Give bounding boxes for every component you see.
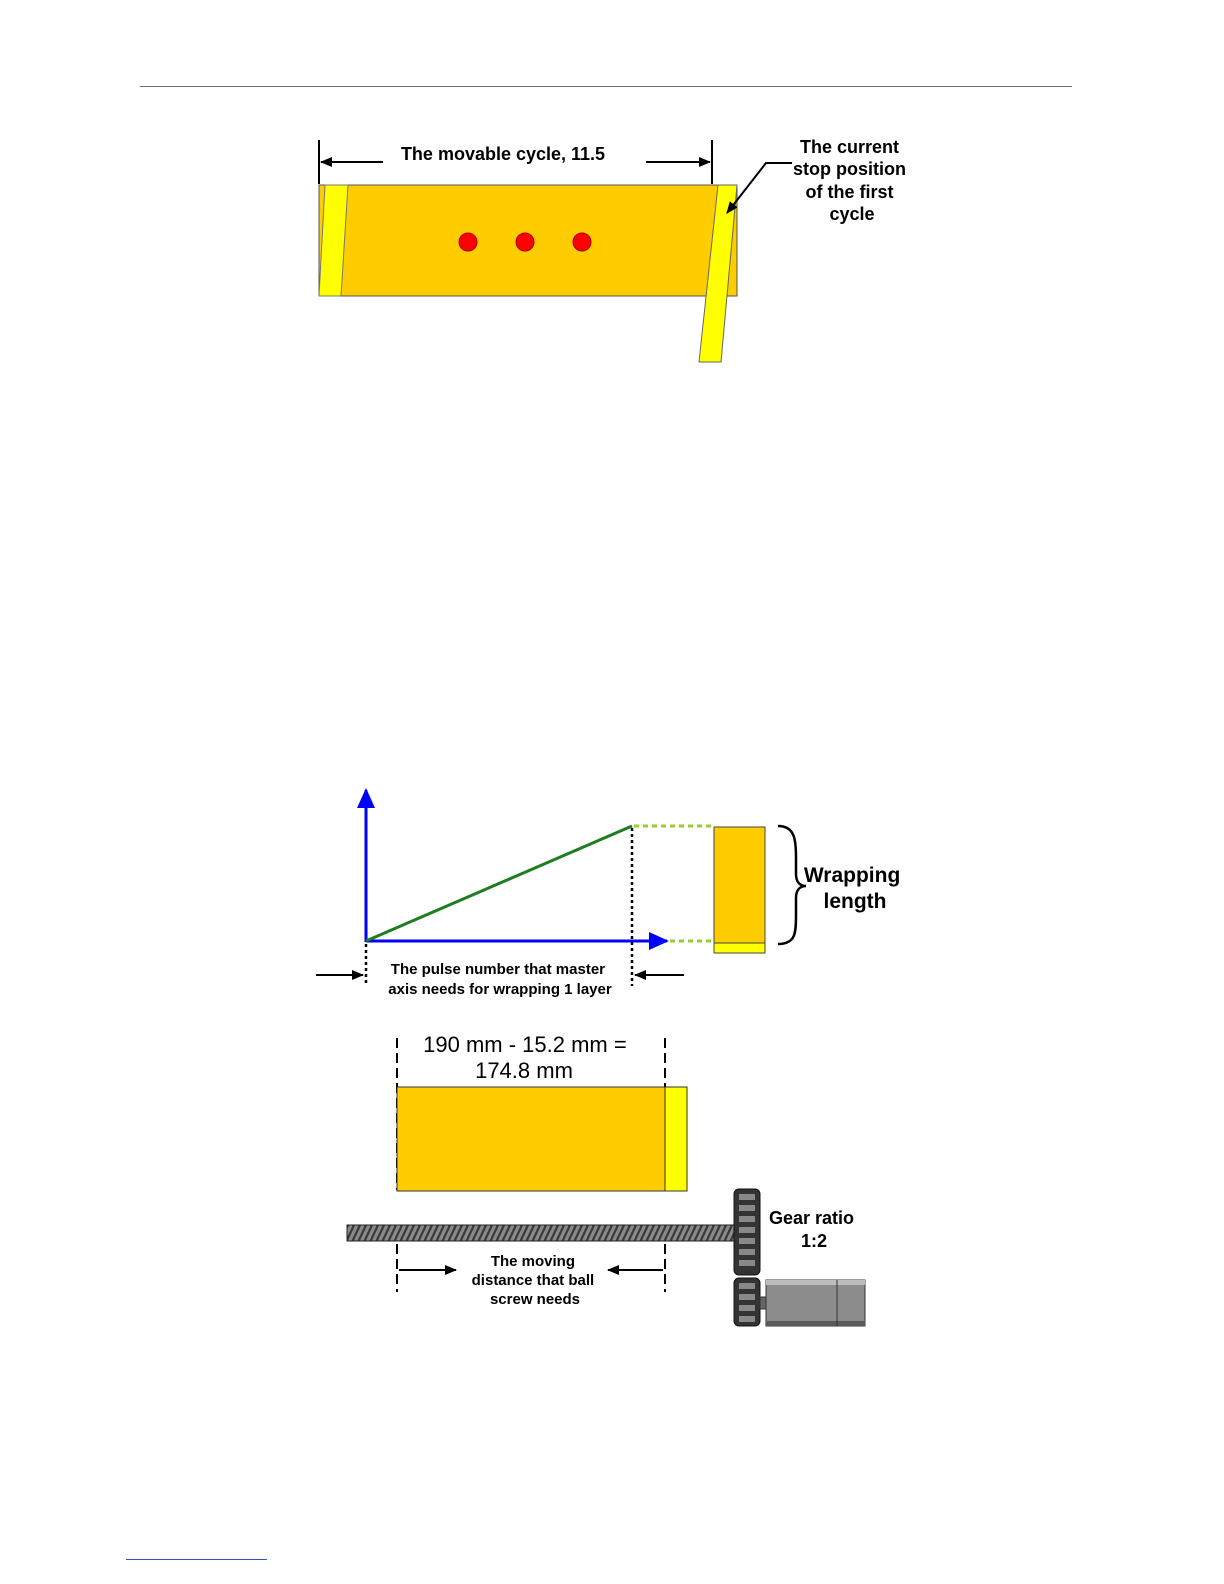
pulse-number-label: The pulse number that master axis needs … [388, 961, 612, 998]
calculation-label: 190 mm - 15.2 mm = 174.8 mm [423, 1032, 633, 1083]
wrapping-length-label: Wrapping length [804, 864, 906, 913]
slope-line [366, 826, 632, 941]
wrapping-brace [778, 826, 806, 944]
stop-position-label: The current stop position of the first c… [793, 137, 911, 224]
wrapping-tape-strip [714, 943, 765, 953]
large-gear [734, 1189, 760, 1275]
ball-screw [347, 1225, 735, 1241]
footer-rule [126, 1559, 267, 1560]
wrapping-tape-block [714, 827, 765, 953]
screw-tape-body [397, 1087, 665, 1191]
red-dot-1 [459, 233, 477, 251]
screw-tape-strip [665, 1087, 687, 1191]
red-dot-2 [516, 233, 534, 251]
figure-ball-screw: 190 mm - 15.2 mm = 174.8 mm The moving d… [347, 1032, 865, 1326]
red-dot-3 [573, 233, 591, 251]
servo-motor [766, 1280, 865, 1326]
gear-ratio-label: Gear ratio 1:2 [769, 1208, 859, 1251]
figure-wrapping-length: Wrapping length The pulse number that ma… [316, 790, 906, 998]
figure-movable-cycle: The movable cycle, 11.5 The current stop… [319, 137, 911, 362]
movable-cycle-label: The movable cycle, 11.5 [401, 144, 605, 164]
moving-distance-label: The moving distance that ball screw need… [472, 1253, 599, 1308]
small-gear [734, 1278, 760, 1326]
